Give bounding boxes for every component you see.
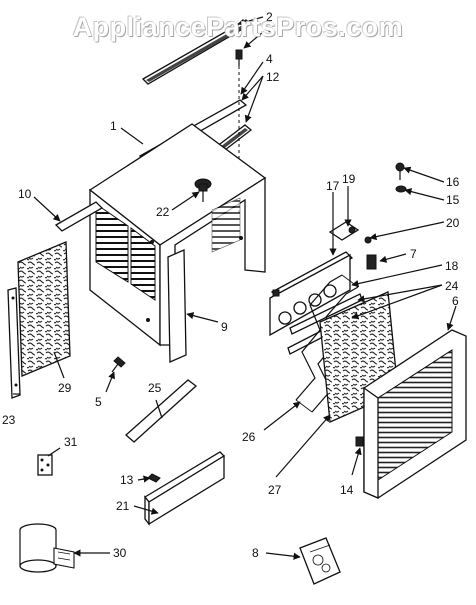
part-9-channel — [167, 249, 187, 363]
callout-31: 31 — [64, 435, 78, 449]
callout-12: 12 — [266, 70, 280, 84]
part-23-strip — [7, 287, 21, 399]
callout-26: 26 — [242, 430, 256, 444]
callout-15: 15 — [446, 193, 460, 207]
callout-18: 18 — [445, 259, 459, 273]
part-10-rail — [54, 201, 104, 232]
callout-5: 5 — [95, 395, 102, 409]
callout-4: 4 — [266, 52, 273, 66]
part-15-clip — [395, 185, 407, 193]
callout-16: 16 — [446, 175, 460, 189]
callout-14: 14 — [340, 483, 354, 497]
callout-23: 23 — [2, 413, 16, 427]
callout-19: 19 — [342, 172, 356, 186]
callout-2: 2 — [266, 10, 273, 24]
part-31-part — [37, 454, 53, 476]
callout-21: 21 — [116, 499, 130, 513]
part-21-channel — [144, 451, 226, 526]
callout-numbers: 2 3 4 12 1 10 22 9 5 29 23 17 19 16 15 2… — [2, 10, 460, 560]
callout-10: 10 — [18, 187, 32, 201]
part-16-screw — [395, 162, 405, 180]
callout-17: 17 — [326, 179, 340, 193]
callout-24: 24 — [445, 279, 459, 293]
part-5-screw — [111, 356, 126, 373]
part-25-rail — [125, 379, 198, 443]
callout-22: 22 — [156, 205, 170, 219]
callout-30: 30 — [113, 546, 127, 560]
part-19-bracket — [328, 221, 360, 241]
part-6-front-grille — [363, 329, 467, 499]
part-2-strip — [141, 19, 253, 85]
part-14-part — [355, 436, 364, 447]
callout-27: 27 — [268, 483, 282, 497]
part-7-part — [366, 254, 377, 270]
leader-lines — [13, 16, 457, 560]
watermark: AppliancePartsPros.com — [72, 12, 404, 42]
callout-25: 25 — [148, 381, 162, 395]
part-17-control-panel — [269, 251, 354, 337]
callout-9: 9 — [221, 320, 228, 334]
callout-8: 8 — [252, 546, 259, 560]
part-22-knob — [194, 178, 212, 202]
callout-7: 7 — [410, 247, 417, 261]
callout-13: 13 — [120, 473, 134, 487]
part-3-screw — [235, 49, 243, 66]
part-29-filter — [17, 241, 71, 377]
part-30-roll — [19, 523, 75, 573]
callout-1: 1 — [110, 119, 117, 133]
callout-6: 6 — [452, 294, 459, 308]
part-1-cabinet — [88, 123, 267, 347]
callout-3: 3 — [266, 25, 273, 39]
callout-20: 20 — [446, 216, 460, 230]
callout-29: 29 — [58, 381, 72, 395]
part-8-packet — [299, 537, 341, 585]
